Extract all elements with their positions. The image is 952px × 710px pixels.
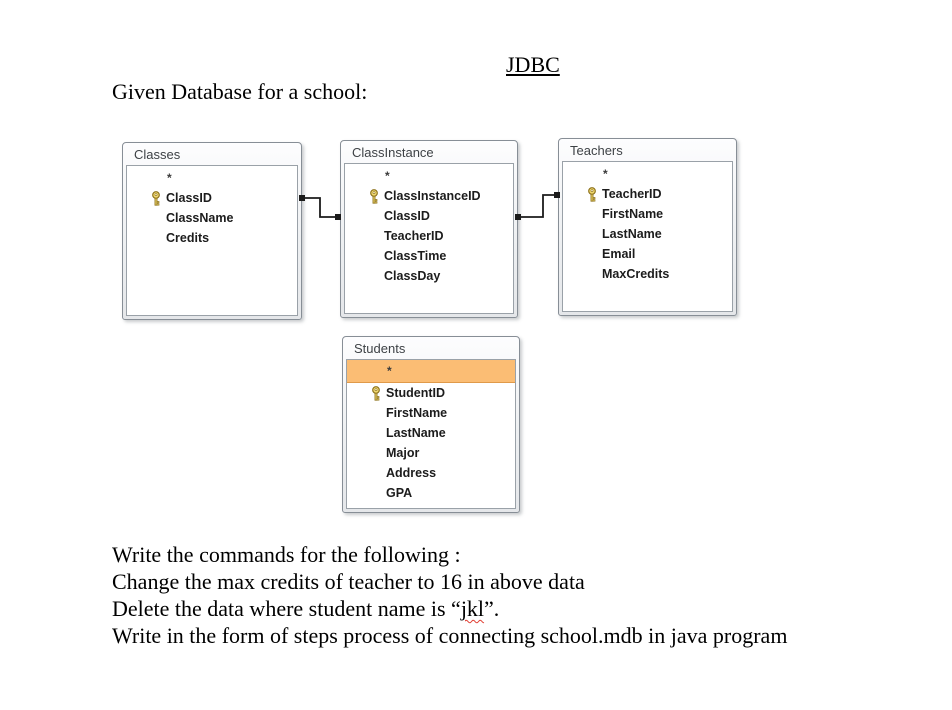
- field-label: TeacherID: [602, 187, 662, 201]
- table-teachers-header[interactable]: Teachers: [570, 142, 623, 158]
- field-row[interactable]: GPA: [347, 483, 515, 503]
- table-classes-fields: * ClassID ClassName Credits: [126, 165, 298, 316]
- field-row[interactable]: FirstName: [563, 204, 732, 224]
- field-row[interactable]: ClassName: [127, 208, 297, 228]
- asterisk: *: [167, 171, 172, 185]
- questions-block: Write the commands for the following : C…: [112, 541, 787, 649]
- primary-key-icon: [369, 385, 383, 401]
- field-label: LastName: [386, 426, 446, 440]
- field-label: GPA: [386, 486, 413, 500]
- primary-key-icon: [367, 188, 381, 204]
- question-line: Write the commands for the following :: [112, 542, 461, 567]
- field-row[interactable]: Address: [347, 463, 515, 483]
- relationship-classinstance-teachers[interactable]: [515, 192, 560, 220]
- field-label: ClassID: [384, 209, 430, 223]
- field-label: StudentID: [386, 386, 446, 400]
- asterisk: *: [385, 169, 390, 183]
- question-line: Write in the form of steps process of co…: [112, 623, 788, 648]
- table-classinstance-header[interactable]: ClassInstance: [352, 144, 434, 160]
- field-label: MaxCredits: [602, 267, 670, 281]
- table-teachers[interactable]: Teachers * TeacherID FirstName LastName …: [558, 138, 737, 316]
- all-fields-row[interactable]: *: [127, 168, 297, 188]
- field-row[interactable]: MaxCredits: [563, 264, 732, 284]
- all-fields-row[interactable]: *: [563, 164, 732, 184]
- field-row[interactable]: ClassID: [127, 188, 297, 208]
- misspelled-word: jkl: [460, 596, 485, 621]
- asterisk: *: [603, 167, 608, 181]
- table-students-header[interactable]: Students: [354, 340, 406, 356]
- question-line: Delete the data where student name is “j…: [112, 595, 787, 622]
- asterisk: *: [387, 364, 392, 378]
- field-label: LastName: [602, 227, 662, 241]
- field-label: Address: [386, 466, 437, 480]
- primary-key-icon: [149, 190, 163, 206]
- table-classes-header[interactable]: Classes: [134, 146, 181, 162]
- field-row[interactable]: TeacherID: [345, 226, 513, 246]
- field-row[interactable]: ClassTime: [345, 246, 513, 266]
- field-label: ClassDay: [384, 269, 441, 283]
- intro-text: Given Database for a school:: [112, 79, 368, 104]
- table-classes[interactable]: Classes * ClassID ClassName Credits: [122, 142, 302, 320]
- field-row[interactable]: ClassInstanceID: [345, 186, 513, 206]
- field-row[interactable]: Major: [347, 443, 515, 463]
- field-label: ClassName: [166, 211, 234, 225]
- field-label: ClassTime: [384, 249, 447, 263]
- question-line-suffix: ”.: [484, 596, 500, 621]
- field-label: FirstName: [386, 406, 448, 420]
- field-label: ClassID: [166, 191, 212, 205]
- relationship-classes-classinstance[interactable]: [299, 195, 341, 220]
- field-label: Major: [386, 446, 420, 460]
- table-classinstance[interactable]: ClassInstance * ClassInstanceID ClassID …: [340, 140, 518, 318]
- field-row[interactable]: StudentID: [347, 383, 515, 403]
- field-row[interactable]: ClassDay: [345, 266, 513, 286]
- field-row[interactable]: LastName: [347, 423, 515, 443]
- field-label: ClassInstanceID: [384, 189, 481, 203]
- field-label: TeacherID: [384, 229, 444, 243]
- field-row[interactable]: Email: [563, 244, 732, 264]
- all-fields-row-selected[interactable]: *: [347, 360, 515, 383]
- field-label: Credits: [166, 231, 210, 245]
- question-line: Change the max credits of teacher to 16 …: [112, 569, 585, 594]
- table-students[interactable]: Students * StudentID FirstName LastName …: [342, 336, 520, 513]
- field-row[interactable]: Credits: [127, 228, 297, 248]
- question-line-prefix: Delete the data where student name is “: [112, 596, 461, 621]
- field-row[interactable]: LastName: [563, 224, 732, 244]
- table-teachers-fields: * TeacherID FirstName LastName Email Max…: [562, 161, 733, 312]
- field-row[interactable]: FirstName: [347, 403, 515, 423]
- page-title: JDBC: [506, 52, 560, 77]
- field-row[interactable]: TeacherID: [563, 184, 732, 204]
- table-classinstance-fields: * ClassInstanceID ClassID TeacherID Clas…: [344, 163, 514, 314]
- table-students-fields: * StudentID FirstName LastName Major Add…: [346, 359, 516, 509]
- all-fields-row[interactable]: *: [345, 166, 513, 186]
- primary-key-icon: [585, 186, 599, 202]
- field-label: FirstName: [602, 207, 664, 221]
- field-row[interactable]: ClassID: [345, 206, 513, 226]
- field-label: Email: [602, 247, 636, 261]
